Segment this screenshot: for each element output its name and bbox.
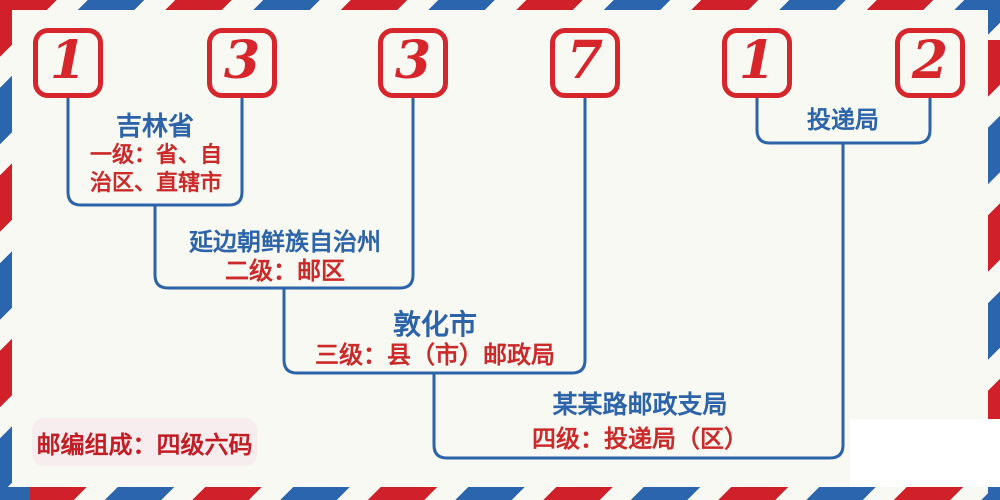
digit-box-3: 3: [378, 28, 448, 98]
level1-place-label: 吉林省: [115, 112, 195, 142]
airmail-border-top: [0, 0, 1000, 10]
level1-desc-line2: 治区、直辖市: [89, 170, 223, 196]
level2-desc-label: 二级：邮区: [225, 257, 345, 285]
level2-place-label: 延边朝鲜族自治州: [189, 228, 381, 256]
bracket-level4: [432, 141, 845, 460]
digit-6: 2: [911, 30, 949, 91]
level1-desc-line1: 一级：省、自: [89, 143, 223, 168]
bottom-right-white-patch: [850, 419, 1000, 487]
bracket-delivery-office: [755, 96, 932, 145]
digit-5: 1: [738, 30, 776, 91]
digit-box-2: 3: [207, 28, 277, 98]
level3-desc-label: 三级：县（市）邮政局: [315, 341, 555, 369]
digit-1: 1: [49, 30, 87, 91]
level3-place-label: 敦化市: [392, 308, 478, 341]
level1-desc-label: 一级：省、自 治区、直辖市: [90, 142, 222, 197]
digit-box-4: 7: [550, 28, 620, 98]
digit-box-6: 2: [895, 28, 965, 98]
postal-code-composition-badge: 邮编组成：四级六码: [32, 418, 257, 466]
level4-desc-label: 四级：投递局（区）: [532, 425, 748, 453]
airmail-border-bottom: [0, 487, 1000, 500]
airmail-border-right: [988, 0, 1000, 500]
digit-4: 7: [566, 30, 604, 91]
badge-text: 邮编组成：四级六码: [36, 430, 253, 459]
digit-box-1: 1: [33, 28, 103, 98]
digit-box-5: 1: [722, 28, 792, 98]
digit-2: 3: [223, 30, 261, 91]
delivery-office-label: 投递局: [807, 106, 879, 134]
level4-place-label: 某某路邮政支局: [552, 390, 728, 419]
airmail-border-left: [0, 0, 12, 500]
digit-3: 3: [394, 30, 432, 91]
